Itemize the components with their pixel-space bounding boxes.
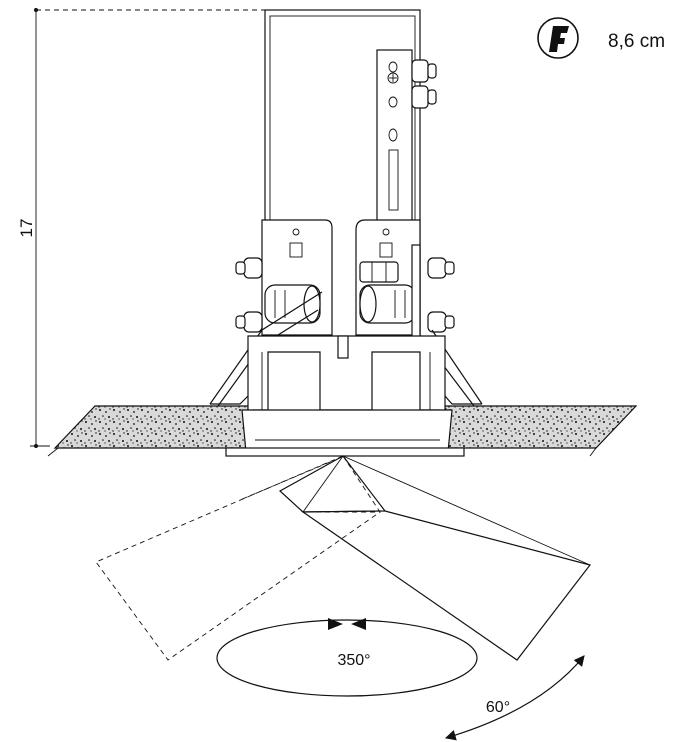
height-dimension: 17 bbox=[17, 8, 290, 448]
lamp-head-tilted-solid bbox=[278, 455, 592, 661]
ceiling-section-right bbox=[444, 405, 638, 457]
ceiling-section-left bbox=[47, 405, 249, 457]
tilt-indicator bbox=[444, 655, 585, 741]
rotation-label: 350° bbox=[337, 652, 370, 669]
trim-body bbox=[225, 335, 465, 457]
ceiling-cutout-icon bbox=[537, 17, 579, 59]
cutout-dimension-label: 8,6 cm bbox=[608, 31, 665, 52]
height-dimension-label: 17 bbox=[17, 219, 36, 238]
mounting-bracket bbox=[235, 9, 455, 341]
tilt-label: 60° bbox=[486, 699, 510, 716]
lamp-head-tilted-dashed bbox=[95, 455, 381, 661]
